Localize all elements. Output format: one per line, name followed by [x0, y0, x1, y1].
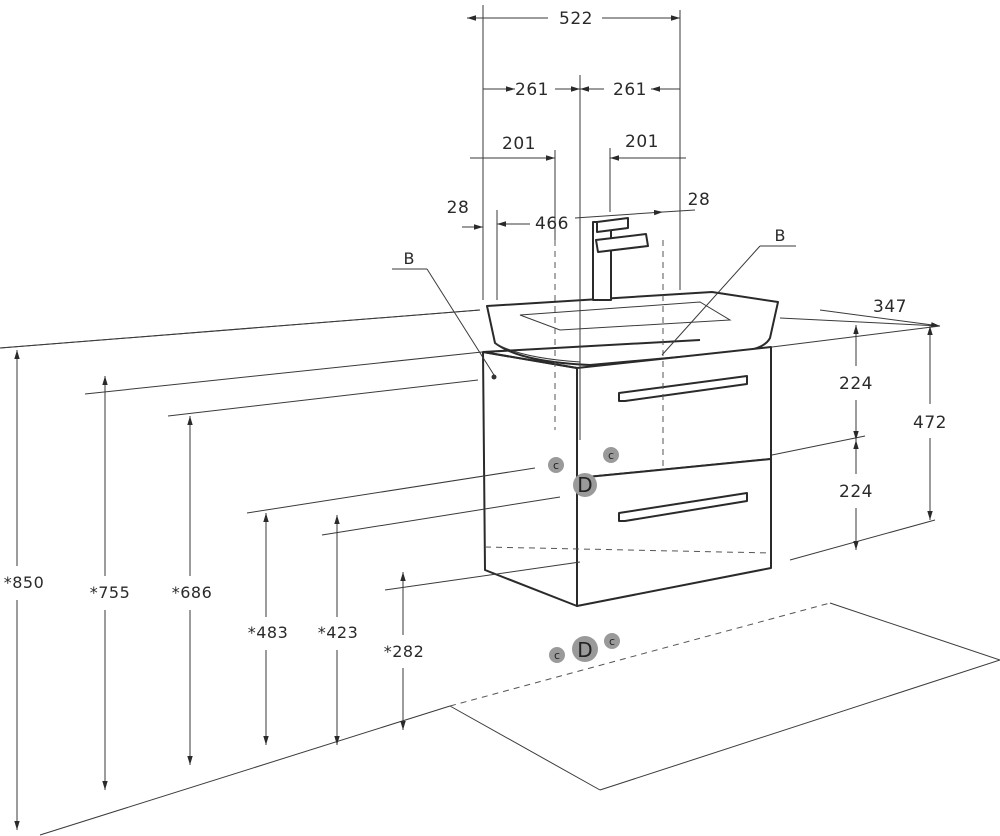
right-dimensions: 347 224 224 472 — [771, 297, 947, 561]
faucet — [592, 217, 649, 301]
dim-cabinet-height: 472 — [913, 413, 947, 433]
dim-height-282: *282 — [384, 642, 425, 661]
dim-offset-right: 201 — [625, 132, 659, 152]
dim-height-423: *423 — [318, 623, 359, 642]
dim-offset-left: 201 — [502, 134, 536, 154]
dim-depth: 347 — [873, 297, 907, 317]
dim-half-right: 261 — [613, 80, 647, 100]
dim-half-left: 261 — [515, 80, 549, 100]
dim-height-686: *686 — [172, 583, 213, 602]
marker-c-floor-left: c — [554, 649, 560, 662]
dim-total-width: 522 — [559, 9, 593, 29]
connection-points-floor: c c D — [549, 633, 620, 663]
marker-c-wall-right: c — [608, 449, 614, 462]
dim-height-755: *755 — [90, 583, 131, 602]
marker-c-floor-right: c — [609, 635, 615, 648]
width-dimensions: 522 261 261 201 201 28 28 466 — [447, 5, 711, 440]
dim-side-right: 28 — [688, 190, 711, 210]
cabinet — [482, 240, 772, 607]
marker-d-floor: D — [577, 638, 592, 662]
dim-side-left: 28 — [447, 198, 470, 218]
marker-c-wall-left: c — [553, 459, 559, 472]
dim-height-483: *483 — [248, 623, 289, 642]
dim-height-850: *850 — [4, 573, 45, 592]
dim-drawer-upper: 224 — [839, 374, 873, 394]
marker-b-left: B — [404, 249, 415, 268]
connection-points-wall: c c D — [548, 447, 619, 497]
marker-d-wall: D — [577, 473, 592, 497]
height-dimensions: *850 *755 *686 *483 *423 *282 — [0, 309, 581, 830]
dim-inner-width: 466 — [535, 214, 569, 234]
marker-b-right: B — [775, 226, 786, 245]
dim-drawer-lower: 224 — [839, 482, 873, 502]
b-callouts: B B — [392, 226, 796, 380]
